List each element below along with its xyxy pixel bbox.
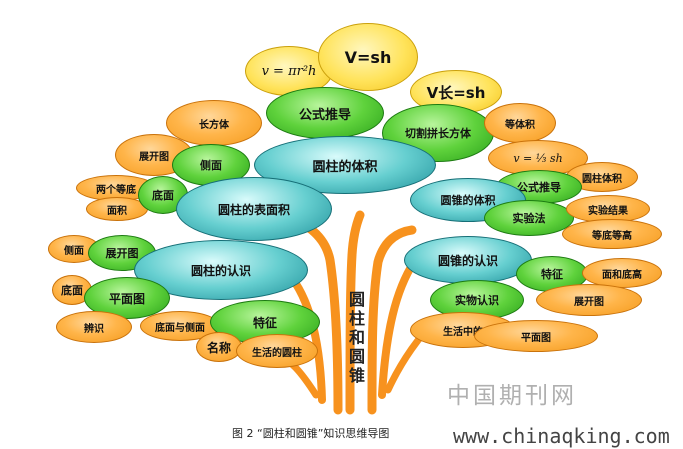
equal-volume-node: 等体积 xyxy=(484,103,556,143)
features-node-2: 特征 xyxy=(516,256,588,292)
area-node: 面积 xyxy=(86,197,148,221)
cylinder-volume-right-node: 圆柱体积 xyxy=(566,162,638,192)
cone-recognition-node: 圆锥的认识 xyxy=(404,236,532,284)
equal-base-height-node: 等底等高 xyxy=(562,219,662,249)
plan-view-node-2: 平面图 xyxy=(474,320,598,352)
base-node-1: 底面 xyxy=(138,176,188,214)
cylinder-surface-area-node: 圆柱的表面积 xyxy=(176,177,332,241)
cylinder-in-life-node: 生活的圆柱 xyxy=(236,334,318,368)
net-diagram-node-3: 展开图 xyxy=(536,284,642,316)
cone-volume-node: 圆锥的体积 xyxy=(410,178,526,222)
name-node: 名称 xyxy=(196,332,242,362)
cuboid-node: 长方体 xyxy=(166,100,262,146)
watermark-url: www.chinaqking.com xyxy=(453,424,670,448)
v-sh-node: V=sh xyxy=(318,23,418,91)
identify-node: 辨识 xyxy=(56,311,132,343)
surface-base-height-node: 面和底高 xyxy=(582,258,662,288)
watermark-chinese: 中国期刊网 xyxy=(447,383,577,409)
trunk-label: 圆柱和圆锥 xyxy=(348,290,365,385)
formula-derivation-top-node: 公式推导 xyxy=(266,87,384,139)
figure-caption: 图 2 “圆柱和圆锥”知识思维导图 xyxy=(232,427,390,440)
experiment-method-node: 实验法 xyxy=(484,200,574,236)
